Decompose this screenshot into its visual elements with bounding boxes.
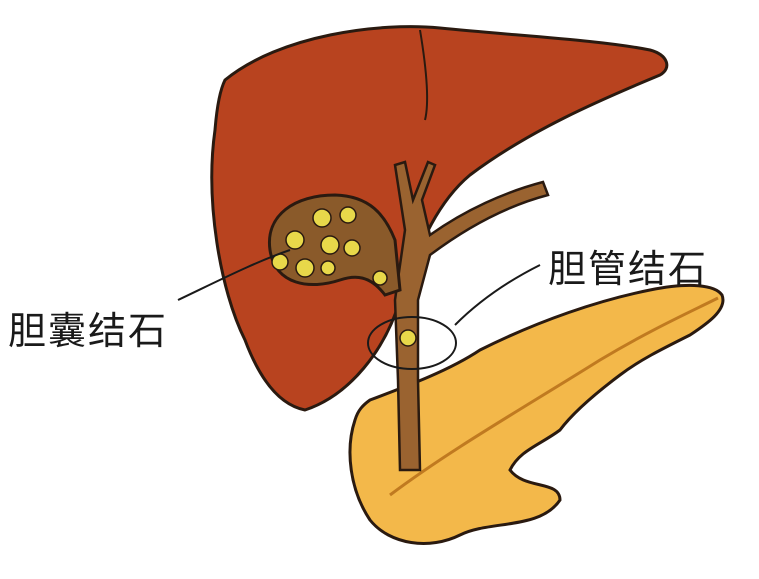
gallbladder-stones xyxy=(271,206,388,286)
liver xyxy=(210,25,669,412)
pancreas xyxy=(348,284,725,545)
bile-duct-stones-label: 胆管结石 xyxy=(548,247,709,291)
bile-duct-pointer-line xyxy=(454,264,541,326)
bile-duct-highlight-circle xyxy=(367,316,457,370)
gallbladder-pointer-line xyxy=(177,249,291,301)
common-bile-duct xyxy=(393,160,550,472)
gallbladder-stones-label: 胆囊结石 xyxy=(8,309,169,353)
bile-duct-stone xyxy=(399,329,417,347)
